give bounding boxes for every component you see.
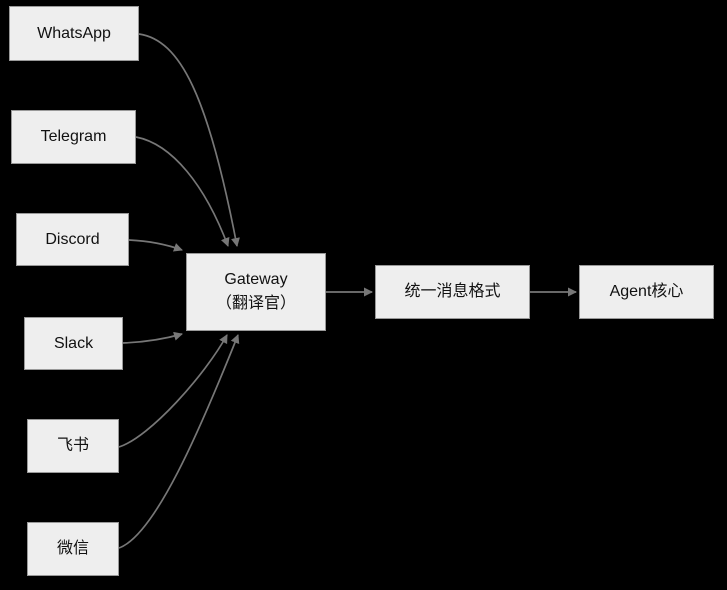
node-whatsapp: WhatsApp (9, 6, 139, 61)
node-wechat: 微信 (27, 522, 119, 576)
node-label: 统一消息格式 (404, 283, 501, 300)
edge-feishu-gateway (118, 334, 228, 448)
node-label: Discord (45, 230, 100, 248)
node-label: Slack (53, 334, 94, 352)
edge-slack-gateway (122, 331, 183, 344)
node-label: 飞书 (56, 437, 89, 454)
edge-discord-gateway (128, 239, 183, 252)
node-telegram: Telegram (11, 110, 136, 164)
edge-wechat-gateway (118, 334, 240, 549)
node-slack: Slack (24, 317, 123, 370)
node-unified: 统一消息格式 (375, 265, 530, 319)
node-feishu: 飞书 (27, 419, 119, 473)
node-label: Agent核心 (609, 283, 684, 300)
node-label: Gateway (224, 271, 288, 288)
node-label: 微信 (56, 540, 89, 557)
node-sublabel: （翻译官） (215, 295, 296, 312)
node-gateway: Gateway （翻译官） (186, 253, 326, 331)
node-label: Telegram (40, 128, 107, 145)
edge-telegram-gateway (135, 136, 230, 247)
node-label: WhatsApp (37, 24, 111, 42)
node-agent: Agent核心 (579, 265, 714, 319)
edge-whatsapp-gateway (138, 33, 240, 247)
node-discord: Discord (16, 213, 129, 266)
